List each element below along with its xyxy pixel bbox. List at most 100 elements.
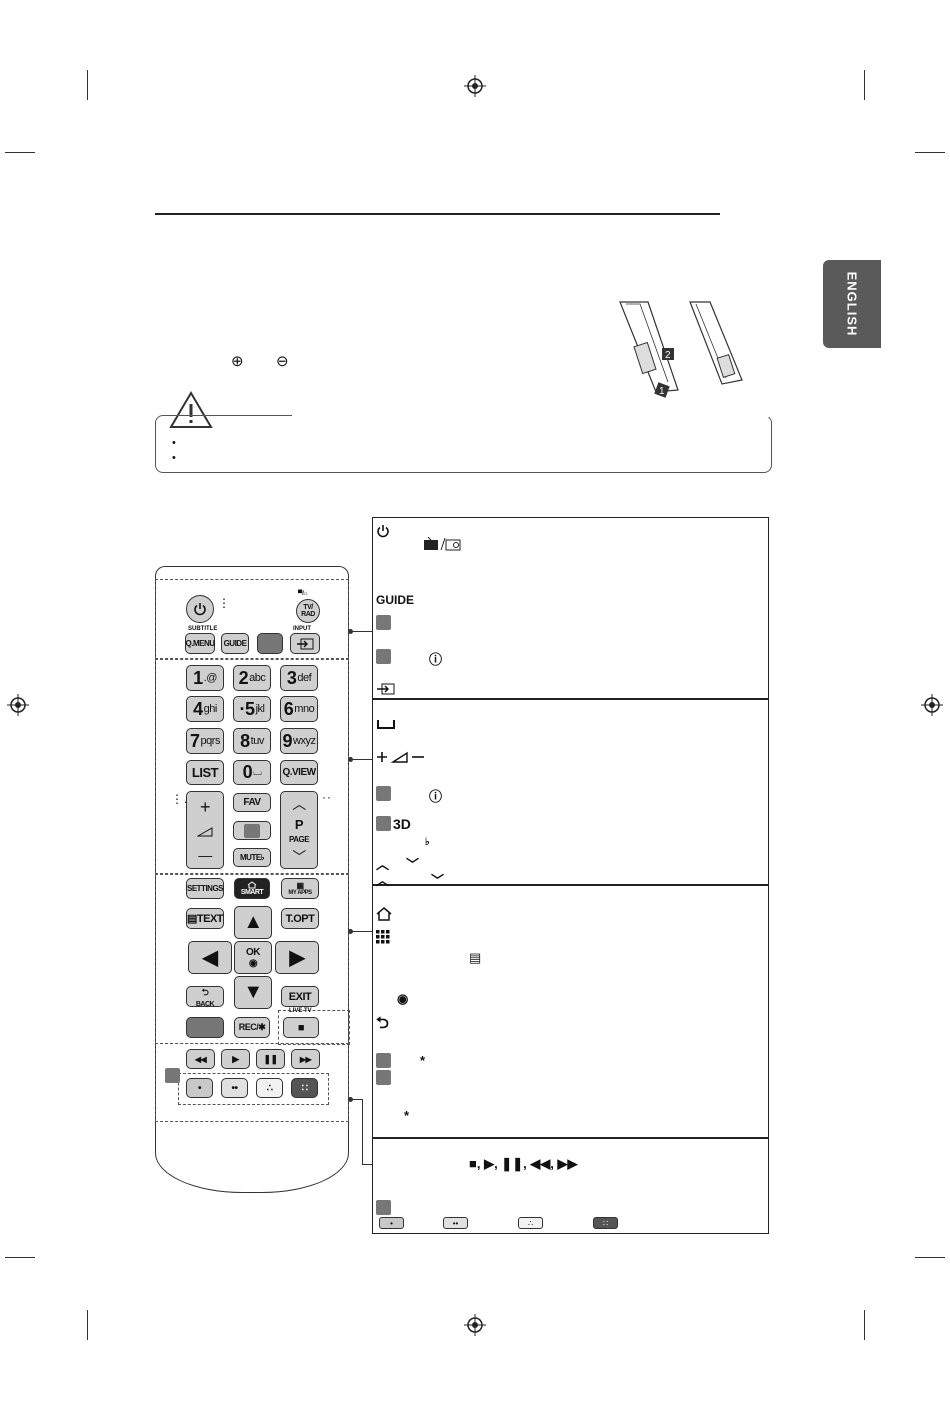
ok-button[interactable]: OK◉ [234, 941, 272, 974]
dots-icon: ⋮ [218, 596, 231, 610]
number-button-1[interactable]: 1.@ [186, 665, 224, 691]
exit-button[interactable]: EXIT [281, 986, 319, 1007]
digit-label: 3 [286, 667, 297, 688]
tv-rad-button[interactable]: TV/ RAD [296, 599, 320, 623]
gray-button-marker [376, 1070, 391, 1085]
smart-button[interactable]: SMART [234, 878, 270, 899]
rewind-button[interactable]: ◀◀ [186, 1049, 215, 1069]
mute-icon: ♭ [425, 837, 430, 848]
pause-button[interactable]: ❚❚ [256, 1049, 285, 1069]
home-icon [376, 907, 392, 921]
crop-mark [87, 1310, 88, 1340]
dpad-left-button[interactable]: ◀ [188, 941, 232, 974]
tv-rad-top-label: ▀/⌂ [298, 591, 308, 597]
color-button-4[interactable]: ∷ [291, 1078, 318, 1098]
dpad-down-button[interactable]: ▼ [234, 976, 272, 1009]
ok-label: OK [246, 946, 261, 958]
play-button[interactable]: ▶ [221, 1049, 250, 1069]
letters-label: pqrs [200, 735, 221, 747]
rec-button[interactable]: REC/✱ [234, 1017, 270, 1038]
live-tv-label: LIVE TV [289, 1008, 312, 1014]
space-icon [377, 720, 395, 729]
crop-mark [864, 70, 865, 100]
crop-mark [915, 152, 945, 153]
warning-icon [169, 391, 213, 428]
digit-label: 0 [242, 762, 253, 782]
remote-group-numbers [155, 659, 349, 874]
header-rule [155, 213, 720, 215]
apps-grid-icon [376, 930, 390, 944]
plus-terminal-icon: ⊕ [231, 353, 244, 370]
input-icon [377, 683, 395, 695]
guide-button[interactable]: GUIDE [221, 633, 249, 654]
gray-button-marker [376, 786, 391, 801]
fav-button[interactable]: FAV [233, 793, 271, 812]
volume-up-label: + [199, 796, 211, 817]
input-icon [297, 638, 314, 649]
fast-forward-button[interactable]: ▶▶ [291, 1049, 320, 1069]
stop-button[interactable]: ■ [283, 1017, 319, 1038]
leader-line [352, 931, 372, 932]
battery-install-illustration: 2 1 [619, 301, 743, 398]
chevron-down-icon: ﹀ [292, 848, 306, 865]
number-button-0[interactable]: 0⌴ [233, 760, 271, 785]
mute-button[interactable]: MUTE♭ [233, 848, 271, 867]
dpad-up-button[interactable]: ▲ [234, 906, 272, 939]
letters-label: tuv [250, 735, 265, 747]
chevron-down-icon: ﹀ [406, 857, 420, 872]
dpad-right-button[interactable]: ▶ [275, 941, 319, 974]
transport-buttons-label: ■, ▶, ❚❚, ◀◀, ▶▶ [469, 1156, 578, 1171]
power-button[interactable] [186, 595, 214, 623]
digit-label: 6 [283, 698, 294, 719]
color-section-marker [165, 1068, 180, 1083]
digit-label: ·5 [239, 698, 256, 719]
dots-icon: ⋮. [171, 792, 189, 806]
color-button-3[interactable]: ∴ [256, 1078, 283, 1098]
q-view-button[interactable]: Q.VIEW [280, 760, 318, 785]
ok-target-icon: ◉ [397, 991, 409, 1006]
arrow-right-icon: ▶ [289, 947, 305, 969]
chevron-down-icon: ﹀ [431, 873, 445, 888]
text-button[interactable]: ▤TEXT [186, 908, 224, 929]
settings-button[interactable]: SETTINGS [186, 878, 224, 899]
arrow-down-icon: ▼ [243, 981, 263, 1003]
q-menu-button[interactable]: Q.MENU [185, 633, 215, 654]
asterisk-label: * [404, 1108, 410, 1123]
tv-radio-icon [424, 537, 461, 551]
page-label: PAGE [288, 834, 310, 844]
back-icon: ⮌ [376, 1015, 389, 1032]
color-button-2[interactable]: •• [221, 1078, 248, 1098]
registration-mark-icon [7, 694, 29, 716]
program-rocker[interactable]: ︿ P PAGE ﹀ [280, 791, 318, 869]
gray-record-button[interactable] [186, 1017, 224, 1038]
remote-group-top [155, 579, 349, 659]
center-gray-button-frame[interactable] [233, 821, 271, 840]
mute-icon: ♭ [260, 853, 265, 862]
leader-line [352, 1099, 362, 1100]
back-button[interactable]: ⮌BACK [186, 986, 224, 1008]
letters-label: ghi [203, 703, 218, 715]
leader-dot [348, 1097, 353, 1102]
my-apps-button[interactable]: ▦ MY APPS [281, 878, 319, 899]
crop-mark [915, 1257, 945, 1258]
color-button-1[interactable]: • [186, 1078, 213, 1098]
digit-label: 1 [193, 667, 203, 688]
list-button[interactable]: LIST [186, 760, 224, 785]
volume-rocker[interactable]: + — [186, 791, 224, 869]
t-opt-button[interactable]: T.OPT [281, 908, 319, 929]
space-label: ⌴ [253, 766, 262, 778]
color-swatch-4: ∷ [593, 1217, 618, 1229]
letters-label: abc [249, 672, 266, 684]
gray-button-marker [376, 1053, 391, 1068]
gray-button[interactable] [257, 633, 283, 654]
input-button[interactable] [290, 633, 320, 654]
gray-button-marker [376, 1200, 391, 1215]
